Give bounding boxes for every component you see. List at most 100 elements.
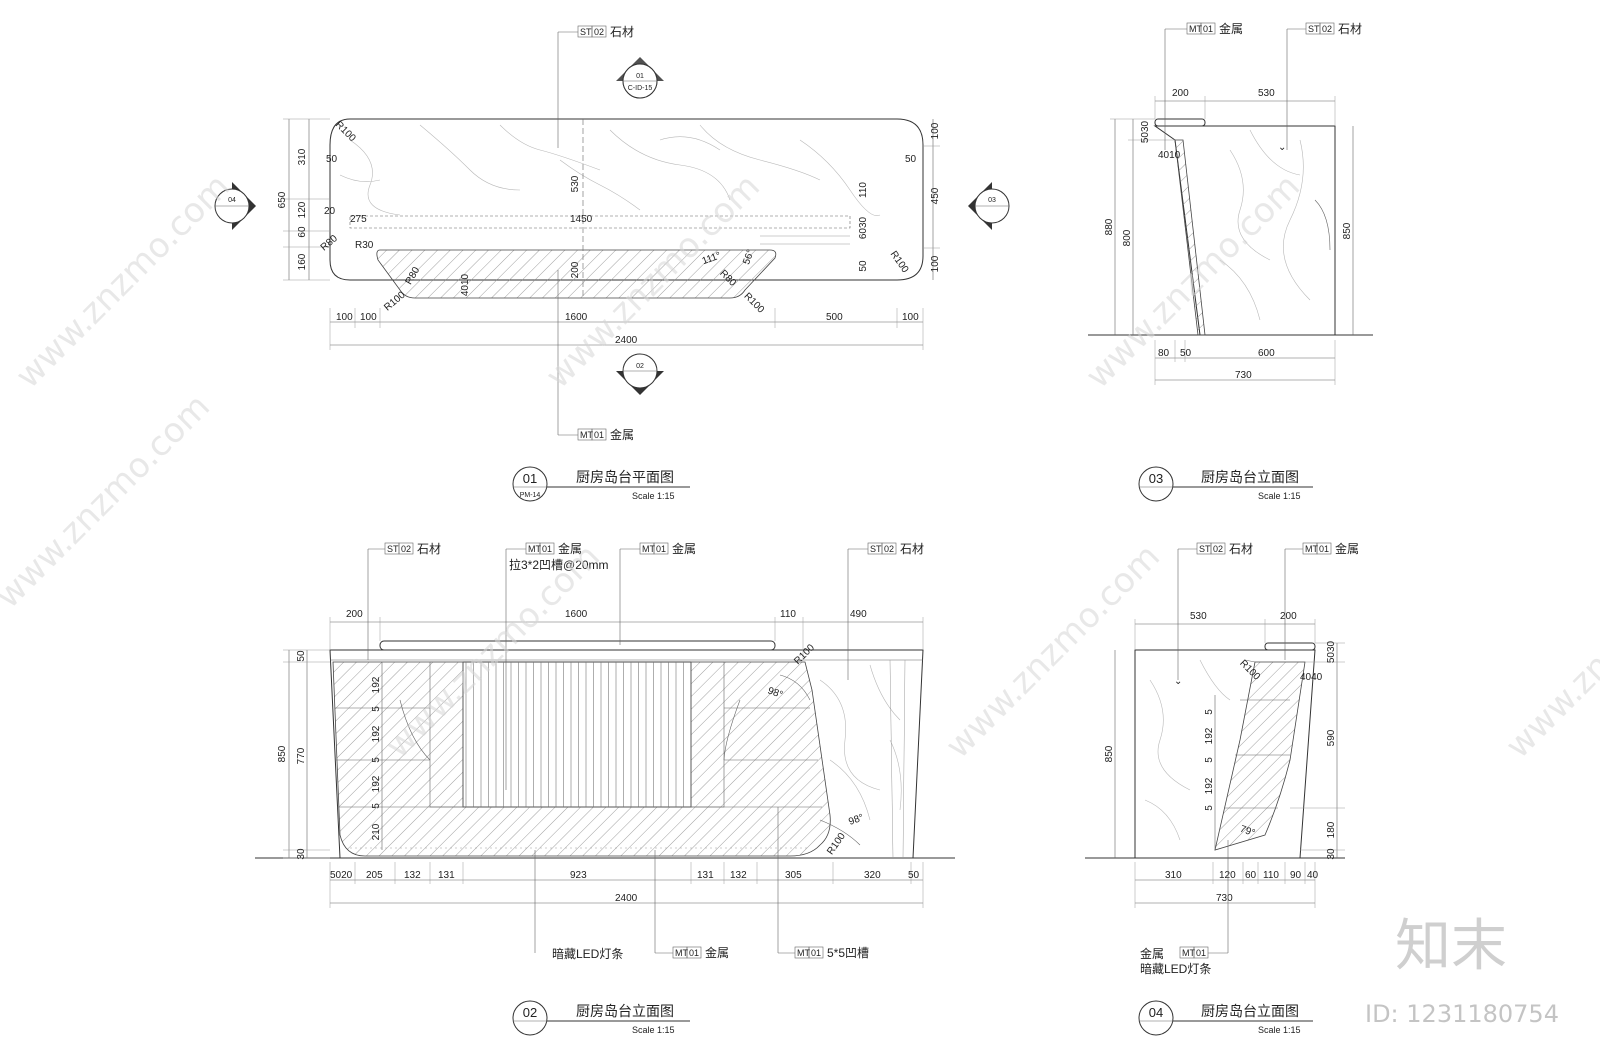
dim-1600: 1600 [565,312,588,323]
e04-dim-5b: 5 [1204,757,1215,763]
dim-20: 20 [324,206,336,217]
e02-dim-50: 50 [296,650,307,662]
title-view-01: 01 PM-14 厨房岛台平面图 Scale 1:15 [512,466,690,502]
e04-mt-prefix-bottom: MT [1182,948,1195,958]
dim-50-left: 50 [326,154,338,165]
dim-310: 310 [297,148,308,165]
dim-275: 275 [350,214,367,225]
e04-dim-310: 310 [1165,870,1182,881]
e04-dim-90: 90 [1290,870,1302,881]
e04-outline [1134,649,1316,859]
mt-tag-prefix-plan: MT [580,430,593,440]
e02-dim-192b: 192 [371,725,382,742]
view-03-title: 厨房岛台立面图 [1201,469,1299,485]
plan-view: 650 310 120 60 160 20 R100 50 275 1450 R… [214,25,1010,502]
e02-fluted-panel[interactable] [462,661,692,808]
view-02-scale: Scale 1:15 [632,1025,675,1035]
section-left-num: 04 [228,197,236,204]
e04-dim-5a: 5 [1204,709,1215,715]
e02-dim-50b: 50 [908,870,920,881]
e02-groove55: 5*5凹槽 [827,946,869,960]
e03-dim-800: 800 [1122,229,1133,246]
e03-dim-80: 80 [1158,348,1170,359]
e03-st-num: 02 [1322,24,1332,34]
e03-dim-850: 850 [1342,222,1353,239]
radius-r80-left: R80 [319,233,340,254]
e04-metal-inset[interactable] [1214,661,1306,851]
e04-dim-192b: 192 [1204,777,1215,794]
e02-mt-name-top: 金属 [672,541,696,556]
section-marker-top[interactable]: 01 C-ID-15 [616,57,664,99]
plan-outline [329,118,924,281]
e02-counter-top [379,640,776,651]
view-04-scale: Scale 1:15 [1258,1025,1301,1035]
e02-dim-5020: 5020 [330,870,353,881]
elevation-04: ⌄ 530 200 850 5030 4040 590 180 30 R100 … [1085,541,1359,1036]
e02-st-name-right: 石材 [900,542,924,556]
e02-flutes [465,662,684,807]
e02-mt-prefix-bottom: MT [675,948,688,958]
elevation-03: ⌄ 200 530 880 800 5030 4010 850 80 50 60… [1088,21,1373,502]
e03-dim-5030: 5030 [1140,120,1151,143]
view-02-title: 厨房岛台立面图 [576,1003,674,1019]
e02-dim-131b: 131 [697,870,714,881]
e02-dim-2400: 2400 [615,893,638,904]
e02-dim-192a: 192 [371,676,382,693]
e03-metal-strip[interactable] [1174,139,1206,336]
dim-650: 650 [277,191,288,208]
title-view-02: 02 厨房岛台立面图 Scale 1:15 [512,1000,690,1036]
e04-dim-110: 110 [1263,870,1279,881]
plan-metal-inset [376,249,777,299]
radius-r100-br: R100 [888,249,911,275]
e04-dim-120: 120 [1219,870,1236,881]
view-04-num: 04 [1149,1005,1163,1020]
section-marker-left[interactable]: 04 [214,182,256,230]
e04-mt-num: 01 [1319,544,1329,554]
wm-logo: 知末 [1395,914,1507,979]
e02-dim-30: 30 [296,848,307,860]
e02-led-note: 暗藏LED灯条 [552,946,623,961]
view-01-title: 厨房岛台平面图 [576,469,674,485]
dim-110: 110 [858,182,869,198]
radius-r30: R30 [355,240,374,251]
angle-56: 56° [741,248,757,266]
e04-dim-200: 200 [1280,611,1297,622]
dim-1450: 1450 [570,214,593,225]
e02-dim-210: 210 [371,823,382,840]
e02-dim-132a: 132 [404,870,421,881]
view-01-scale: Scale 1:15 [632,491,675,501]
e04-leader-tick: ⌄ [1174,676,1182,687]
e03-outline [1153,125,1336,336]
e02-groove-note: 拉3*2凹槽@20mm [509,557,609,572]
e04-angle-79: 79° [1238,824,1256,840]
dim-50-right-low: 50 [858,260,869,272]
elevation-02: 200 1600 110 490 850 50 770 30 192 5 192… [255,541,955,1036]
e04-mt-name: 金属 [1335,541,1359,556]
e02-dim-305: 305 [785,870,802,881]
e02-dim-5a: 5 [371,706,382,712]
e02-mt-prefix-center: MT [528,544,541,554]
wm-site-6: www.znzmo.com [938,536,1168,766]
dim-500: 500 [826,312,843,323]
e02-dim-320: 320 [864,870,881,881]
dim-4010: 4010 [460,273,471,296]
e04-dim-5c: 5 [1204,805,1215,811]
view-03-num: 03 [1149,471,1163,486]
section-marker-bottom[interactable]: 02 [616,353,664,395]
e03-st-name: 石材 [1338,22,1362,36]
dim-100-b1: 100 [336,312,353,323]
e03-mt-num: 01 [1203,24,1213,34]
wm-site-4: www.znzmo.com [0,386,218,616]
dim-6030: 6030 [858,216,869,239]
e02-angle-98-top: 98° [766,685,784,701]
view-01-sub: PM-14 [520,492,541,499]
e04-led-note: 暗藏LED灯条 [1140,961,1211,976]
watermarks: www.znzmo.com www.znzmo.com www.znzmo.co… [0,166,1600,1028]
e02-mt-num-bottom: 01 [689,948,699,958]
e02-radius-r100-bottom: R100 [825,831,848,857]
e04-dim-180: 180 [1326,821,1337,838]
section-marker-right[interactable]: 03 [968,182,1010,230]
e02-mt-name-center: 金属 [558,541,582,556]
e02-mt-prefix-top: MT [642,544,655,554]
dim-100-b2: 100 [360,312,377,323]
